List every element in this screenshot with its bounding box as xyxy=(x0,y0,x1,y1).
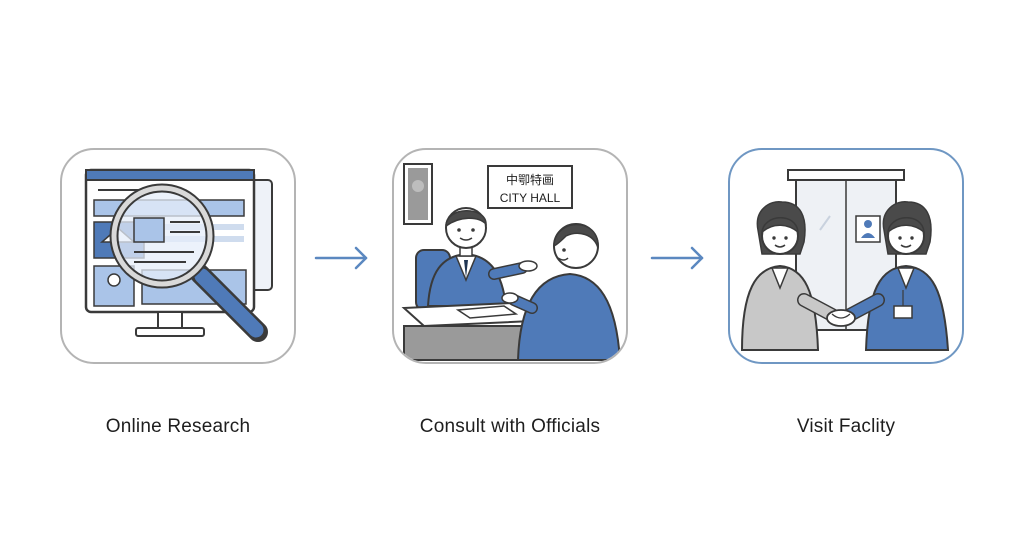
magnifier-over-monitor-icon xyxy=(84,168,273,342)
step-card-consult-officials: 中卾特画 CITY HALL xyxy=(392,148,628,364)
handshake-at-facility-icon xyxy=(740,169,950,351)
step-label-online-research: Online Research xyxy=(105,416,251,437)
sign-text-japanese: 中卾特画 xyxy=(506,172,554,187)
right-arrow-icon xyxy=(314,246,368,270)
right-arrow-icon xyxy=(650,246,704,270)
sign-text-city-hall: CITY HALL xyxy=(500,191,561,205)
step-card-online-research xyxy=(60,148,296,364)
city-hall-desk-consultation-icon: 中卾特画 CITY HALL xyxy=(401,163,622,361)
step-card-visit-facility xyxy=(728,148,964,364)
step-label-visit-facility: Visit Faclity xyxy=(796,416,896,437)
step-label-consult-officials: Consult with Officials xyxy=(419,416,601,437)
